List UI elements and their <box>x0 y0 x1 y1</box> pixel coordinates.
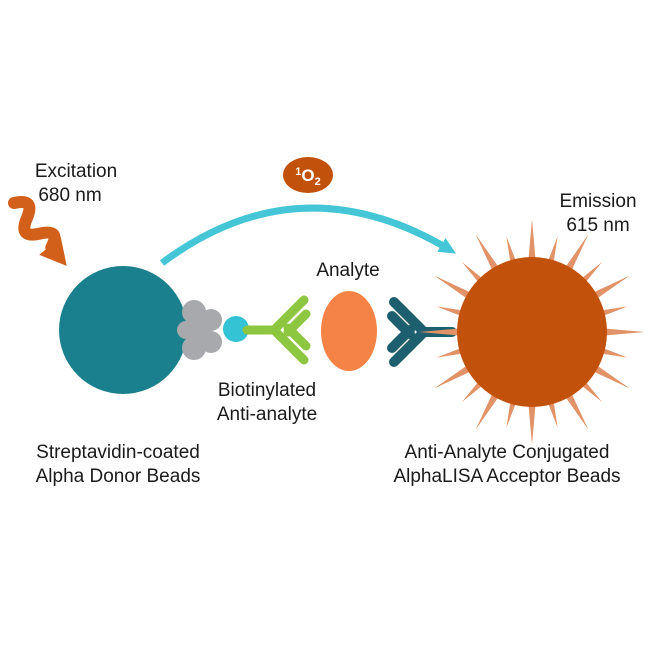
acceptor-caption-line2: AlphaLISA Acceptor Beads <box>393 466 620 487</box>
emission-line2: 615 nm <box>566 215 629 236</box>
donor-caption-line1: Streptavidin-coated <box>36 442 200 463</box>
analyte-label: Analyte <box>316 260 379 281</box>
energy-transfer-arrow <box>159 204 457 266</box>
excitation-squiggle-arrow <box>8 196 67 266</box>
biotinylated-line1: Biotinylated <box>218 380 316 401</box>
excitation-arrowhead <box>39 236 67 266</box>
singlet-oxygen-badge: 1O2 <box>283 157 333 193</box>
donor-bead <box>59 266 187 394</box>
biotin-dot <box>223 316 249 342</box>
acceptor-bead <box>457 257 607 407</box>
singlet-oxygen-label: 1O2 <box>295 166 320 188</box>
excitation-line1: Excitation <box>35 161 117 182</box>
analyte-shape <box>321 291 377 371</box>
streptavidin-blob <box>177 300 222 360</box>
emission-label: Emission 615 nm <box>559 191 636 236</box>
biotinylated-label: Biotinylated Anti-analyte <box>217 380 317 425</box>
acceptor-caption: Anti-Analyte Conjugated AlphaLISA Accept… <box>393 442 620 487</box>
biotinylated-line2: Anti-analyte <box>217 404 317 425</box>
donor-caption: Streptavidin-coated Alpha Donor Beads <box>36 442 201 487</box>
emission-line1: Emission <box>559 191 636 212</box>
donor-caption-line2: Alpha Donor Beads <box>36 466 201 487</box>
singlet-oxygen-ellipse <box>283 157 333 193</box>
excitation-line2: 680 nm <box>38 185 101 206</box>
acceptor-caption-line1: Anti-Analyte Conjugated <box>405 442 610 463</box>
biotinylated-antibody <box>242 295 311 365</box>
excitation-label: Excitation 680 nm <box>35 161 117 206</box>
